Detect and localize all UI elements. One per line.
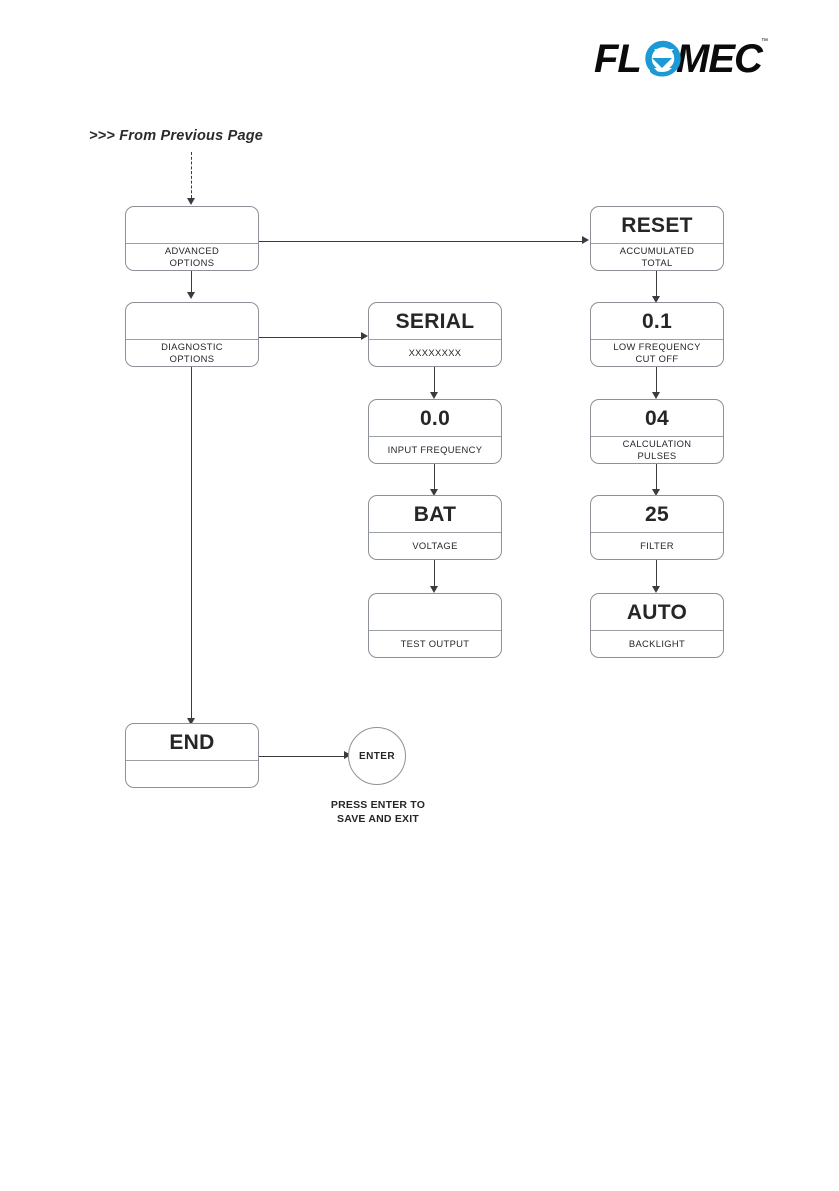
connector-calculation-pulses-to-filter: [656, 464, 657, 490]
from-previous-page-label: >>> From Previous Page: [89, 128, 264, 144]
trademark-symbol: ™: [761, 38, 768, 45]
node-backlight-caption: BACKLIGHT: [628, 637, 686, 649]
connector-advanced-to-reset: [258, 240, 583, 242]
arrowhead-to-calculation-pulses: [651, 392, 660, 399]
arrowhead-to-test-output: [429, 586, 438, 593]
svg-text:FL: FL: [594, 37, 641, 81]
svg-text:MEC: MEC: [676, 37, 764, 81]
node-backlight[interactable]: AUTO BACKLIGHT: [590, 593, 724, 658]
arrowhead-to-advanced-options: [186, 198, 195, 205]
node-test-output[interactable]: TEST OUTPUT: [368, 593, 502, 658]
enter-button[interactable]: ENTER: [348, 727, 406, 785]
connector-reset-to-low-frequency: [656, 271, 657, 297]
node-low-frequency-cutoff-value: 0.1: [591, 303, 723, 340]
arrowhead-to-filter: [651, 489, 660, 496]
node-filter[interactable]: 25 FILTER: [590, 495, 724, 560]
connector-filter-to-backlight: [656, 560, 657, 587]
arrowhead-to-backlight: [651, 586, 660, 593]
connector-low-frequency-to-calculation-pulses: [656, 367, 657, 393]
connector-diagnostic-to-serial: [258, 336, 362, 338]
connector-bat-to-test-output: [434, 560, 435, 587]
node-end[interactable]: END: [125, 723, 259, 788]
node-serial[interactable]: SERIAL XXXXXXXX: [368, 302, 502, 367]
node-filter-caption: FILTER: [640, 539, 674, 551]
node-diagnostic-options-value: [126, 303, 258, 340]
arrowhead-to-serial: [361, 332, 368, 340]
connector-input-frequency-to-bat: [434, 464, 435, 490]
node-input-frequency-caption: INPUT FREQUENCY: [387, 443, 483, 455]
flomec-logo-mark: FL MEC: [594, 37, 765, 81]
connector-serial-to-input-frequency: [434, 367, 435, 393]
connector-advanced-to-diagnostic: [191, 271, 192, 293]
arrowhead-to-reset: [582, 236, 589, 244]
arrowhead-to-diagnostic-options: [186, 292, 195, 299]
node-backlight-value: AUTO: [591, 594, 723, 631]
node-filter-value: 25: [591, 496, 723, 533]
arrowhead-to-bat: [429, 489, 438, 496]
node-end-caption: [126, 761, 258, 787]
node-bat-voltage-value: BAT: [369, 496, 501, 533]
node-advanced-options-value: [126, 207, 258, 244]
arrowhead-to-end: [186, 718, 195, 725]
arrowhead-to-low-frequency: [651, 296, 660, 303]
connector-diagnostic-to-end: [191, 367, 192, 719]
node-input-frequency-value: 0.0: [369, 400, 501, 437]
node-serial-caption: XXXXXXXX: [408, 346, 462, 358]
node-reset-value: RESET: [591, 207, 723, 244]
node-bat-voltage-caption: VOLTAGE: [412, 539, 458, 551]
enter-button-label: ENTER: [359, 750, 395, 762]
node-input-frequency[interactable]: 0.0 INPUT FREQUENCY: [368, 399, 502, 464]
node-calculation-pulses-value: 04: [591, 400, 723, 437]
node-test-output-caption: TEST OUTPUT: [400, 637, 470, 649]
node-test-output-value: [369, 594, 501, 631]
node-serial-value: SERIAL: [369, 303, 501, 340]
connector-from-previous-page: [191, 152, 192, 198]
node-bat-voltage[interactable]: BAT VOLTAGE: [368, 495, 502, 560]
flomec-logo: FL MEC ™: [592, 36, 768, 82]
connector-end-to-enter: [258, 755, 345, 757]
arrowhead-to-enter: [344, 751, 351, 759]
arrowhead-to-input-frequency: [429, 392, 438, 399]
flomec-o-accent: [645, 40, 681, 77]
node-end-value: END: [126, 724, 258, 761]
